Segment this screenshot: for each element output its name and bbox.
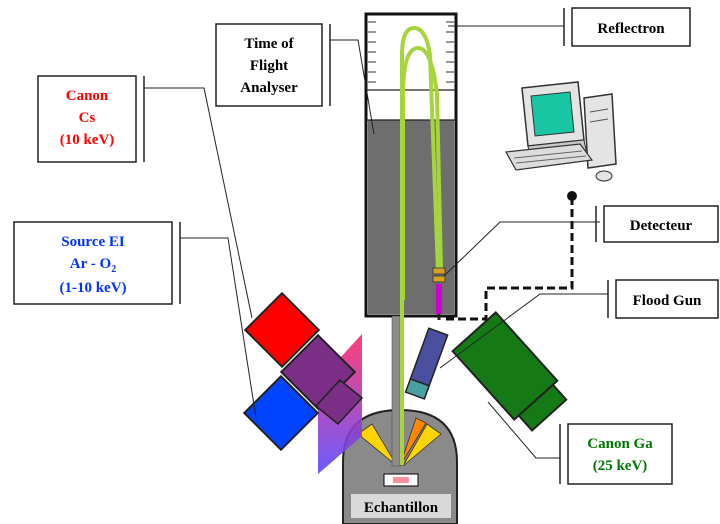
flood-gun-label: Flood Gun [633, 293, 702, 309]
reflectron-label-box: Reflectron [563, 7, 691, 47]
detecteur-label: Detecteur [630, 218, 693, 234]
source-ei-label-line2: Ar - O2 [70, 256, 116, 275]
source-ei-label-box: Source EI Ar - O2 (1-10 keV) [13, 221, 181, 305]
canon-cs-label-box: Canon Cs (10 keV) [37, 75, 145, 163]
source-ei-gas-subscript: 2 [111, 264, 116, 275]
canon-ga-label-box: Canon Ga (25 keV) [559, 423, 673, 485]
source-ei-label-line3: (1-10 keV) [59, 280, 126, 296]
detector-element [432, 267, 446, 320]
cable-connector [567, 191, 577, 201]
time-of-flight-analyser-tube [364, 12, 458, 467]
canon-ga-label-line2: (25 keV) [593, 458, 648, 474]
flood-gun-label-box: Flood Gun [607, 279, 719, 319]
canon-ga-label-line1: Canon Ga [587, 436, 653, 452]
source-ei-icon [242, 374, 320, 452]
canon-cs-label-line1: Canon [66, 88, 109, 104]
reflectron-label: Reflectron [597, 21, 665, 37]
leader-lines [144, 25, 608, 459]
tof-label-line1: Time of [244, 36, 294, 52]
detecteur-label-box: Detecteur [595, 205, 719, 243]
canon-cs-label-line2: Cs [79, 110, 96, 126]
computer-icon [505, 81, 617, 182]
canon-ga-icon [451, 310, 568, 432]
beam-cones [357, 417, 442, 467]
detector-cable [446, 196, 574, 321]
reflectron-grid [368, 21, 454, 83]
canon-cs-icon [243, 291, 321, 369]
flood-gun-icon [404, 327, 449, 400]
tof-label-line3: Analyser [240, 80, 298, 96]
source-ei-gas-text: Ar - O [70, 256, 111, 272]
echantillon-label-box: Echantillon [351, 494, 451, 518]
tof-label-line2: Flight [250, 58, 288, 74]
ion-trajectories [400, 25, 443, 465]
canon-cs-label-line3: (10 keV) [60, 132, 115, 148]
gun-nozzle [314, 378, 364, 426]
tof-label-box: Time of Flight Analyser [215, 23, 331, 107]
echantillon-label: Echantillon [364, 500, 439, 516]
source-ei-label-line1: Source EI [61, 234, 125, 250]
